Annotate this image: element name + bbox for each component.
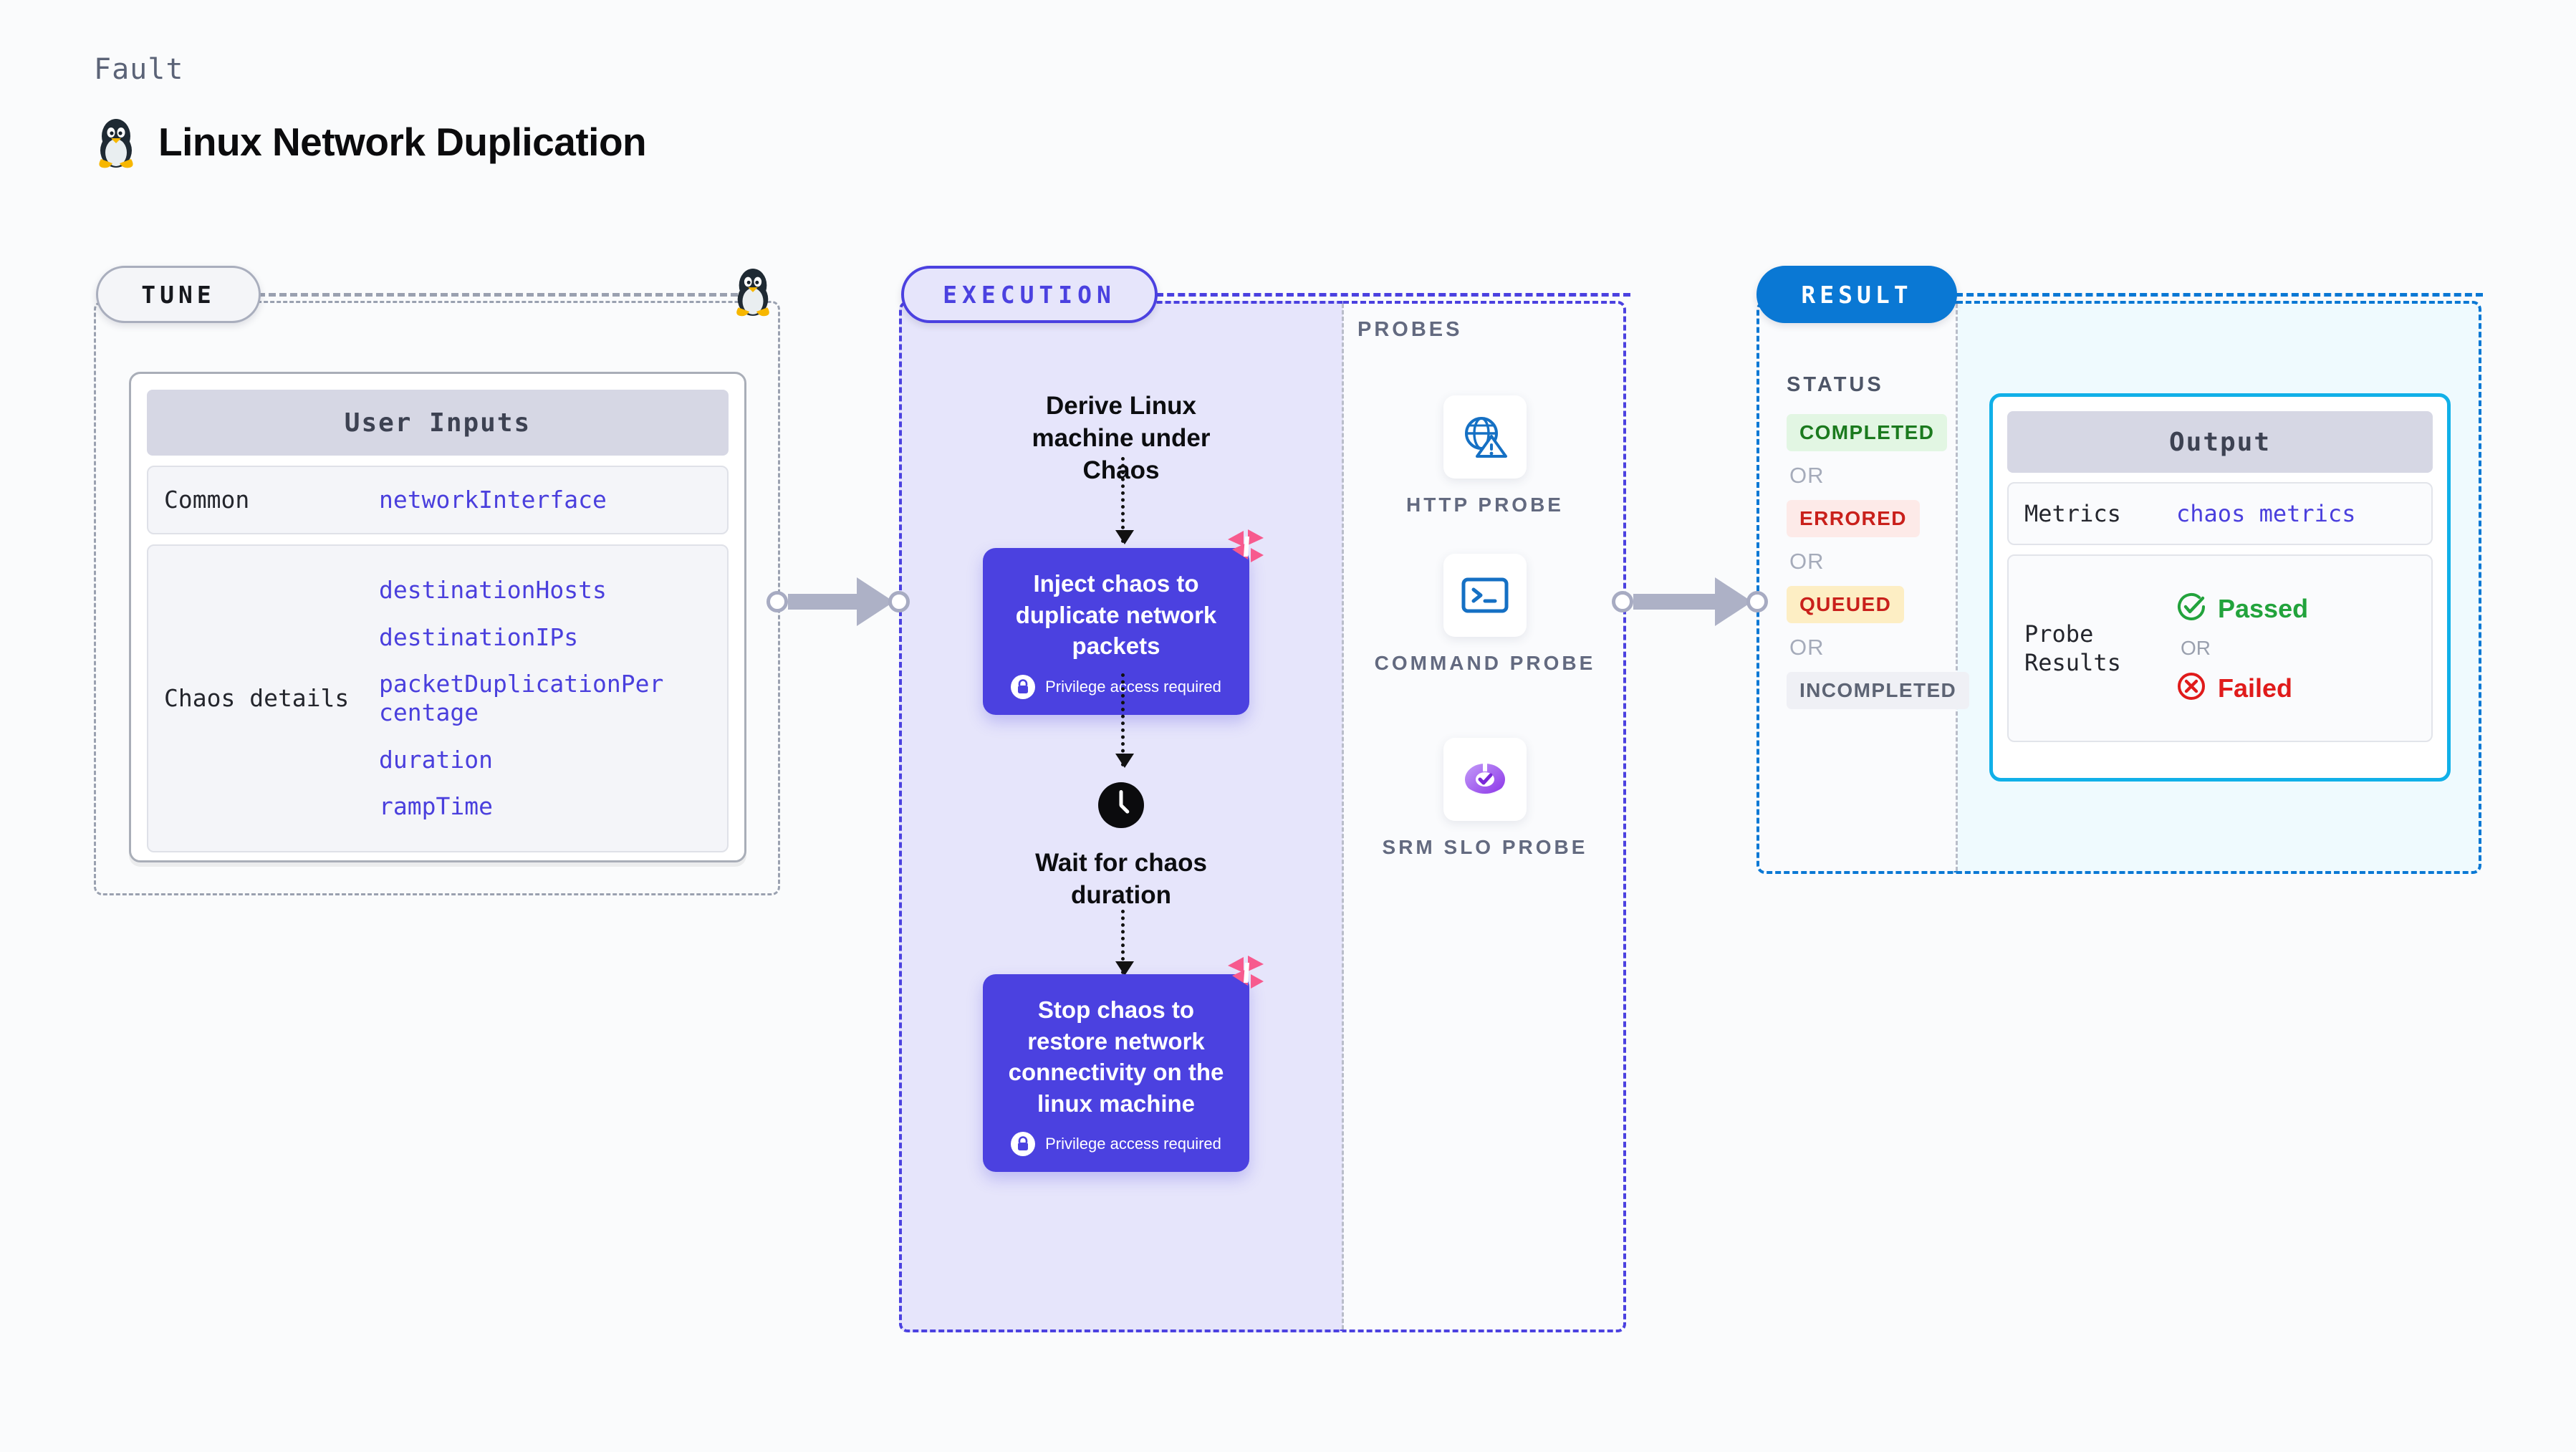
probe-item-http[interactable]: HTTP PROBE bbox=[1374, 395, 1596, 519]
probe-label: SRM SLO PROBE bbox=[1382, 836, 1588, 858]
privilege-note-text: Privilege access required bbox=[1045, 1135, 1221, 1153]
tune-badge[interactable]: TUNE bbox=[96, 266, 261, 323]
output-row-value[interactable]: chaos metrics bbox=[2176, 500, 2356, 527]
chaos-mark-icon bbox=[1226, 528, 1265, 569]
probe-item-srm-slo[interactable]: SRM SLO PROBE bbox=[1374, 738, 1596, 861]
execution-step-label: Inject chaos to duplicate network packet… bbox=[1015, 570, 1217, 660]
page-title-row: Linux Network Duplication bbox=[94, 115, 647, 169]
tune-row-common: Common networkInterface bbox=[147, 466, 729, 534]
probe-result-list: Passed OR Failed bbox=[2176, 592, 2308, 705]
lock-icon bbox=[1011, 674, 1036, 699]
probe-result-label: Passed bbox=[2218, 593, 2309, 623]
status-or: OR bbox=[1789, 549, 1825, 574]
execution-step-wait: Wait for chaos duration bbox=[992, 781, 1250, 912]
status-badge-errored: ERRORED bbox=[1787, 500, 1920, 537]
tune-value[interactable]: networkInterface bbox=[379, 486, 607, 514]
lock-icon bbox=[1011, 1132, 1036, 1157]
connector-shaft bbox=[1633, 594, 1715, 610]
status-badge-completed: COMPLETED bbox=[1787, 414, 1948, 451]
tune-value[interactable]: duration bbox=[379, 745, 493, 774]
output-row-probe-results: Probe Results Passed OR bbox=[2007, 554, 2433, 742]
execution-step-label: Wait for chaos duration bbox=[1035, 849, 1207, 909]
execution-step-label: Stop chaos to restore network connectivi… bbox=[1008, 996, 1224, 1117]
execution-step-stop[interactable]: Stop chaos to restore network connectivi… bbox=[983, 956, 1264, 1173]
output-row-label: Metrics bbox=[2024, 500, 2121, 527]
output-card: Output Metrics chaos metrics Probe Resul… bbox=[1989, 393, 2451, 782]
connector-shaft bbox=[788, 594, 857, 610]
clock-icon bbox=[1097, 781, 1145, 833]
x-circle-icon bbox=[2176, 671, 2206, 705]
status-badge-incompleted: INCOMPLETED bbox=[1787, 672, 1970, 709]
flow-arrow-2 bbox=[1115, 673, 1134, 768]
user-inputs-card: User Inputs Common networkInterface Chao… bbox=[129, 372, 746, 862]
execution-badge[interactable]: EXECUTION bbox=[901, 266, 1158, 323]
probes-divider bbox=[1342, 304, 1344, 1330]
probe-result-passed: Passed bbox=[2176, 592, 2308, 625]
connector-end-dot bbox=[1746, 591, 1768, 612]
probes-title: PROBES bbox=[1357, 318, 1463, 341]
tune-row-label: Chaos details bbox=[164, 684, 350, 713]
output-card-title: Output bbox=[2007, 411, 2433, 473]
probe-label: COMMAND PROBE bbox=[1374, 652, 1596, 674]
result-divider bbox=[1956, 304, 1958, 871]
slo-donut-check-icon bbox=[1443, 738, 1527, 821]
result-connector-line bbox=[1956, 293, 2483, 297]
tune-connector-line bbox=[258, 293, 759, 297]
globe-warning-icon bbox=[1443, 395, 1527, 479]
connector-start-dot bbox=[766, 591, 788, 612]
tune-row-values: destinationHosts destinationIPs packetDu… bbox=[379, 576, 665, 821]
connector-arrowhead bbox=[1715, 577, 1752, 626]
probe-item-command[interactable]: COMMAND PROBE bbox=[1374, 554, 1596, 677]
connector-arrowhead bbox=[857, 577, 894, 626]
tune-value[interactable]: destinationHosts bbox=[379, 576, 607, 605]
result-badge[interactable]: RESULT bbox=[1756, 266, 1957, 323]
linux-penguin-icon bbox=[731, 264, 774, 321]
output-row-label: Probe Results bbox=[2024, 620, 2121, 676]
probe-label: HTTP PROBE bbox=[1406, 494, 1564, 516]
connector-end-dot bbox=[888, 591, 910, 612]
privilege-note: Privilege access required bbox=[1004, 674, 1228, 699]
status-badge-queued: QUEUED bbox=[1787, 586, 1905, 623]
output-row-metrics: Metrics chaos metrics bbox=[2007, 482, 2433, 545]
probe-result-label: Failed bbox=[2218, 673, 2293, 703]
privilege-note: Privilege access required bbox=[1004, 1132, 1228, 1157]
linux-penguin-icon bbox=[94, 115, 138, 169]
tune-row-chaos-details: Chaos details destinationHosts destinati… bbox=[147, 544, 729, 852]
check-circle-icon bbox=[2176, 592, 2206, 625]
execution-connector-line bbox=[1156, 293, 1630, 297]
user-inputs-title: User Inputs bbox=[147, 390, 729, 456]
chaos-mark-icon bbox=[1226, 954, 1265, 995]
status-or: OR bbox=[1789, 463, 1825, 488]
probe-result-failed: Failed bbox=[2176, 671, 2308, 705]
connector-tune-to-execution bbox=[766, 577, 910, 626]
page-kicker: Fault bbox=[94, 53, 184, 86]
flow-arrow-3 bbox=[1115, 910, 1134, 976]
connector-start-dot bbox=[1612, 591, 1633, 612]
tune-value[interactable]: destinationIPs bbox=[379, 622, 579, 651]
flow-arrow-1 bbox=[1115, 457, 1134, 544]
connector-probes-to-result bbox=[1612, 577, 1768, 626]
probe-result-or: OR bbox=[2181, 637, 2211, 659]
status-title: STATUS bbox=[1787, 373, 1884, 396]
status-or: OR bbox=[1789, 635, 1825, 660]
status-list: COMPLETED OR ERRORED OR QUEUED OR INCOMP… bbox=[1787, 414, 1970, 709]
tune-value[interactable]: packetDuplicationPercentage bbox=[379, 670, 664, 726]
privilege-note-text: Privilege access required bbox=[1045, 677, 1221, 696]
tune-row-label: Common bbox=[164, 486, 250, 514]
page-title: Linux Network Duplication bbox=[158, 120, 647, 164]
execution-step-inject[interactable]: Inject chaos to duplicate network packet… bbox=[983, 529, 1264, 715]
tune-value[interactable]: rampTime bbox=[379, 792, 493, 821]
tune-row-values: networkInterface bbox=[379, 486, 607, 514]
terminal-icon bbox=[1443, 554, 1527, 637]
